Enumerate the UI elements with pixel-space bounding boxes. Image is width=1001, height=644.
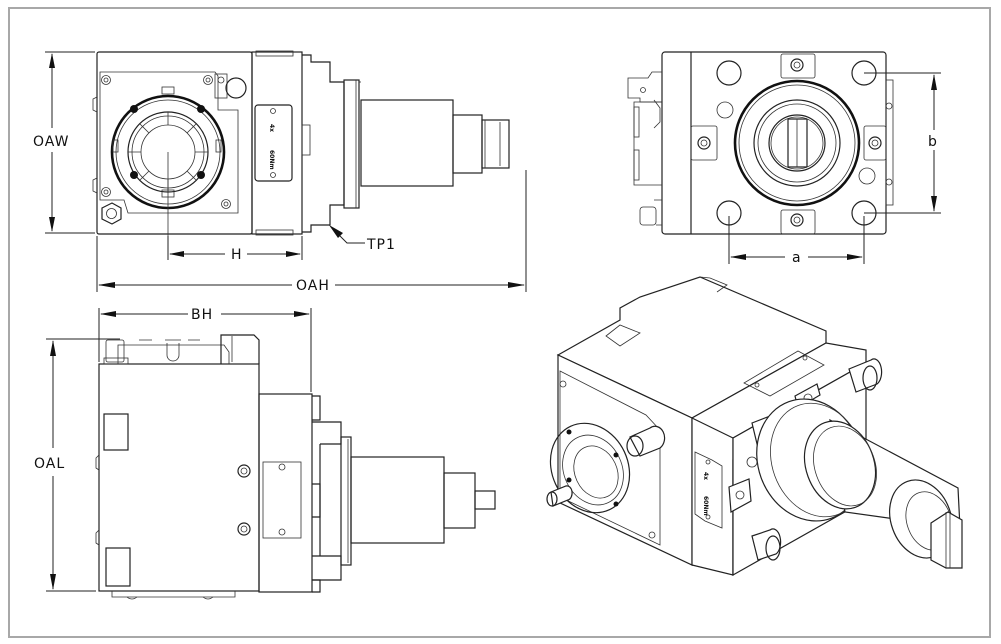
clamp-block [780,53,816,79]
screw-icon [203,75,213,85]
side-nameplate [262,461,302,539]
iso-drive-tang [930,511,963,569]
end-side-tab [627,71,662,103]
iso-nameplate-line2: 60Nm [702,496,709,516]
side-ring [340,436,352,566]
callout-label-tp1: TP1 [366,237,396,253]
front-mid-block [251,51,303,235]
side-panel [103,413,129,451]
side-panel [105,547,131,587]
hex-fitting-icon [101,202,122,225]
dimension-oah: OAH [96,170,527,294]
mounting-hole [716,60,742,86]
dimension-label-oah: OAH [296,278,330,294]
dimension-a: a [728,216,865,266]
front-spindle-neck [452,114,483,174]
iso-locating-pin [626,425,666,457]
screw-icon [101,75,111,85]
clamp-block [780,209,816,235]
side-drive-shaft [474,490,496,510]
clamp-block [690,125,718,161]
locating-pin-icon [214,73,247,99]
dimension-label-oal: OAL [34,456,65,472]
collet-nut [110,86,226,250]
iso-clamp-block [728,478,752,513]
front-ring [343,79,360,209]
dimension-label-h: H [231,247,243,263]
screw-icon [237,464,251,478]
dimension-oal: OAL [34,338,120,592]
isometric-view: 4x 60Nm [546,276,963,577]
dimension-oaw: OAW [33,51,95,234]
iso-mounting-pin [751,528,782,561]
nameplate-line1: 4x [268,124,275,132]
iso-hex-fitting [546,485,573,507]
side-view [95,334,496,600]
iso-collet-nut [549,422,631,514]
iso-side-nameplate: 4x 60Nm [694,451,723,529]
front-flange [302,54,345,233]
front-spindle-body [360,99,454,187]
front-flange-key [301,124,311,156]
dimension-h: H [167,236,303,263]
nameplate-line2: 60Nm [268,150,275,170]
iso-nameplate-line1: 4x [702,472,709,480]
end-housing [661,51,887,235]
front-view: 4x 60Nm [92,50,510,250]
side-spindle-neck [443,472,476,529]
end-side-body [633,101,662,186]
front-mid-tab [255,229,294,236]
end-fitting [639,206,657,226]
dimension-label-b: b [928,134,938,150]
front-side-nub [92,96,98,113]
side-mid-block [258,393,313,593]
dimension-label-a: a [792,250,802,266]
side-housing [98,363,260,592]
callout-tp1: TP1 [329,225,396,253]
front-side-nub [92,177,98,194]
screw-icon [101,187,111,197]
iso-mounting-pin [848,358,883,393]
dimension-b: b [864,72,941,214]
drive-slot [787,118,808,168]
screw-icon [221,199,231,209]
end-view [627,51,894,235]
side-spindle-body [350,456,445,544]
dimension-label-bh: BH [191,307,213,323]
dimension-bh: BH [98,307,312,392]
front-mid-tab [255,50,294,57]
side-top-plate [117,344,230,364]
side-top-block [220,334,260,364]
iso-top-nameplate [743,350,825,397]
front-drive-tang [481,119,510,169]
clamp-block [863,125,887,161]
screw-icon [237,522,251,536]
nameplate: 4x 60Nm [254,104,293,182]
dimension-label-oaw: OAW [33,134,69,150]
